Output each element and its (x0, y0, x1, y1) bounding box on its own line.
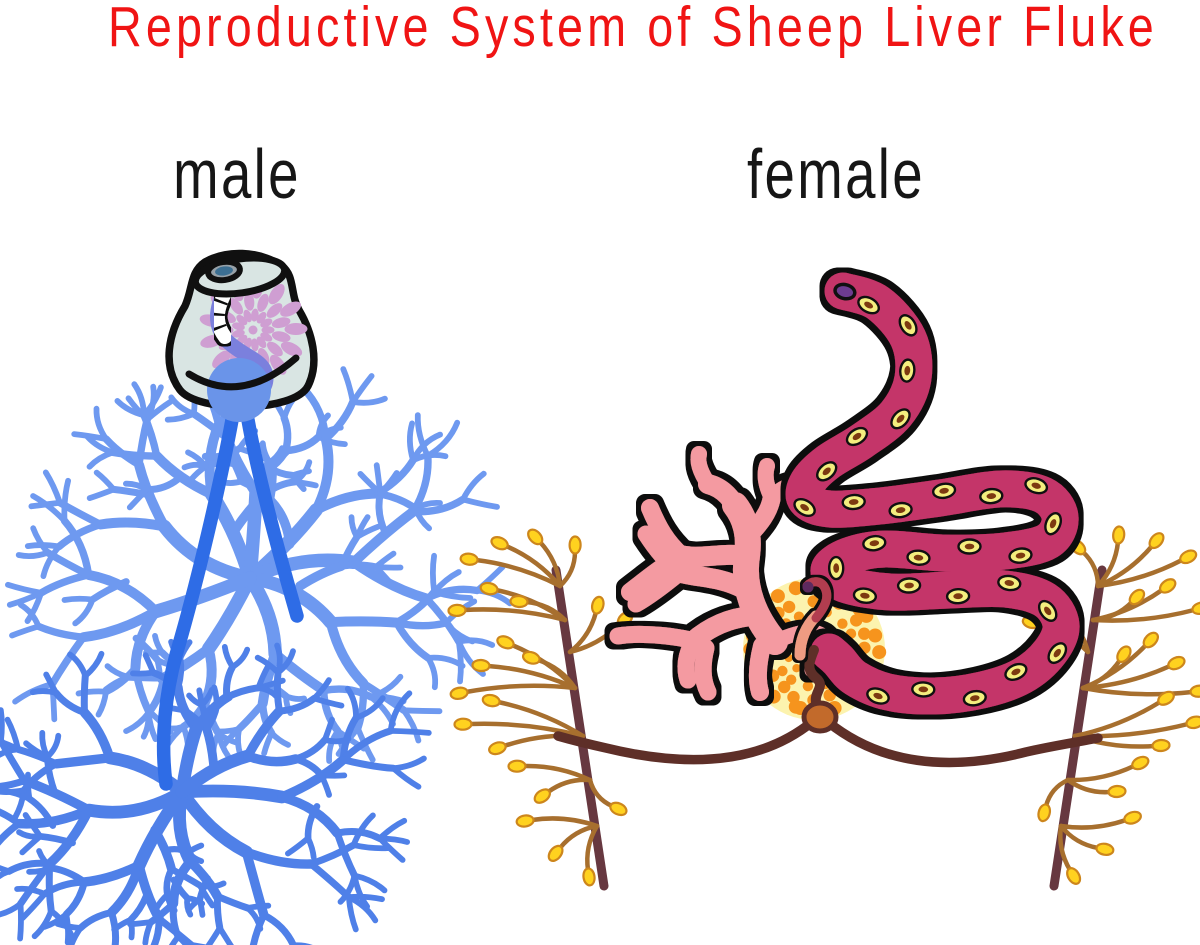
vas-deferens-ducts (156, 413, 304, 791)
ovary-branching (609, 446, 838, 701)
uterus-egg (957, 538, 982, 555)
uterus-egg (852, 587, 878, 605)
uterus-egg (997, 574, 1022, 592)
anterior-testis-branches (5, 335, 513, 764)
ootype-duct-and-reservoir (801, 645, 839, 734)
uterus-egg (979, 487, 1004, 505)
vitellaria-left (447, 528, 634, 891)
page-title: Reproductive System of Sheep Liver Fluke (108, 0, 1158, 59)
uterus-egg (896, 577, 922, 594)
vitelline-reservoir (801, 700, 839, 734)
uterus-egg (906, 549, 931, 566)
uterus-egg (857, 295, 881, 315)
transverse-vitelline-ducts (553, 717, 1103, 768)
uterus-egg (1047, 642, 1068, 665)
uterus-egg (888, 501, 913, 519)
uterus-egg (845, 426, 869, 447)
vitellaria-right (1021, 525, 1200, 891)
uterus-egg (890, 408, 911, 430)
uterus-egg (1004, 662, 1028, 681)
laurers-canal (794, 577, 832, 661)
uterus-egg (1008, 547, 1033, 564)
uterus-egg (945, 587, 971, 605)
uterus-egg (1044, 511, 1063, 536)
uterus-egg (1037, 599, 1058, 622)
cirrus-sac-complex (165, 249, 318, 422)
uterus-egg (862, 534, 887, 552)
uterus-opening-cap (833, 282, 857, 301)
uterus-egg (911, 681, 936, 698)
uterus-eggs (793, 282, 1068, 707)
uterus-egg (866, 687, 890, 705)
laurer-canal-tip (802, 581, 814, 593)
uterus-egg (841, 493, 866, 511)
male-label: male (173, 135, 301, 213)
female-label: female (747, 135, 925, 213)
uterus-egg (1024, 477, 1049, 495)
posterior-testis-branches (0, 638, 432, 945)
uterus-coil (785, 272, 1080, 715)
uterus-egg (962, 689, 987, 707)
male-reproductive-system (0, 249, 513, 945)
uterus-egg (899, 358, 916, 383)
female-reproductive-system (447, 272, 1200, 891)
uterus-egg (827, 555, 845, 581)
uterus-egg (898, 314, 918, 337)
uterus-egg (931, 482, 957, 500)
seminal-vesicle (207, 358, 271, 422)
uterus-egg (793, 498, 816, 517)
uterus-egg (816, 461, 838, 482)
